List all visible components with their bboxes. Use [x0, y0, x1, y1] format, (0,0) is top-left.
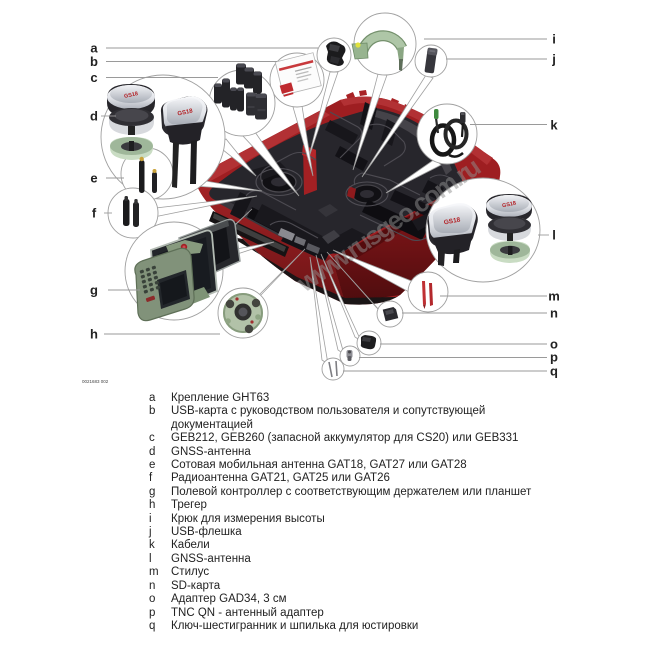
svg-text:n: n — [550, 306, 558, 321]
svg-text:b: b — [90, 54, 98, 69]
svg-text:h: h — [90, 327, 98, 342]
svg-text:i: i — [552, 32, 556, 47]
svg-text:GS18: GS18 — [443, 216, 461, 226]
svg-text:a: a — [90, 41, 98, 56]
svg-text:d: d — [90, 109, 98, 124]
svg-text:o: o — [550, 337, 558, 352]
svg-text:k: k — [550, 118, 558, 133]
svg-text:c: c — [90, 70, 97, 85]
svg-text:g: g — [90, 283, 98, 298]
svg-text:p: p — [550, 350, 558, 365]
svg-text:j: j — [551, 52, 556, 67]
svg-text:GS18: GS18 — [124, 91, 139, 100]
svg-text:e: e — [90, 171, 97, 186]
svg-text:q: q — [550, 364, 558, 379]
svg-text:f: f — [92, 206, 97, 221]
svg-text:m: m — [548, 289, 560, 304]
svg-text:GS18: GS18 — [502, 201, 517, 210]
svg-text:l: l — [552, 228, 556, 243]
svg-text:GS18: GS18 — [177, 108, 194, 117]
